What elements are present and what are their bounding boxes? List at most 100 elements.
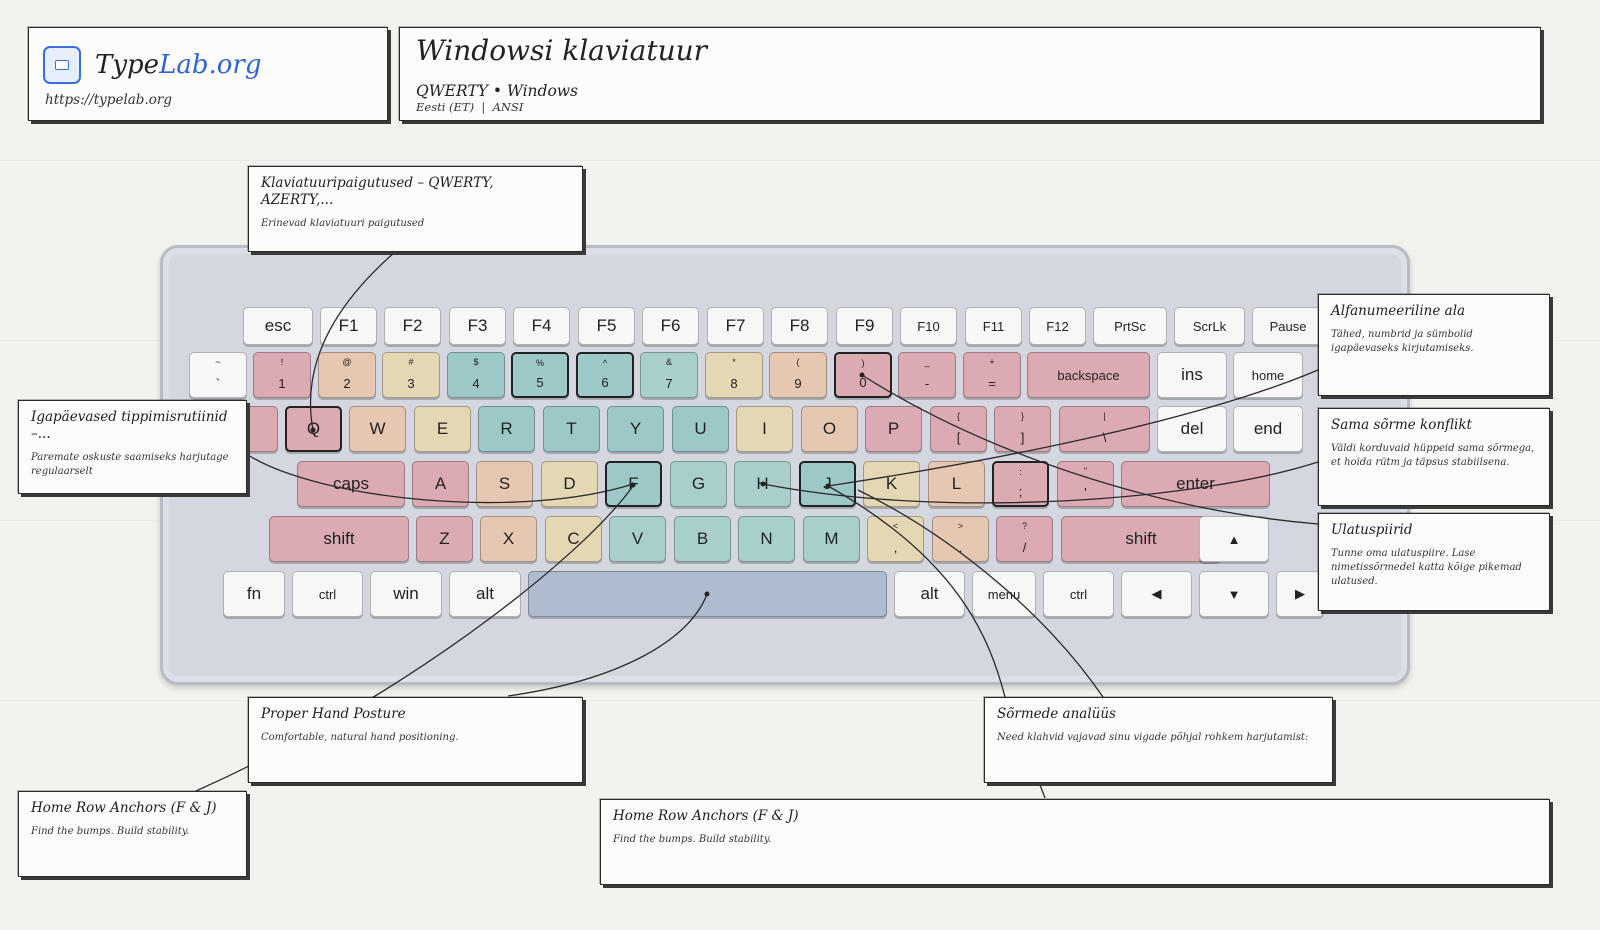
connector-reach bbox=[861, 374, 1319, 525]
key-arrow-up[interactable]: ▲ bbox=[1199, 516, 1269, 562]
connector-posture bbox=[507, 593, 708, 697]
key-alt-right[interactable]: alt bbox=[894, 571, 965, 617]
key-1[interactable]: !1 bbox=[253, 352, 311, 398]
key-v[interactable]: V bbox=[609, 516, 666, 562]
key-s[interactable]: S bbox=[476, 461, 533, 507]
key-4[interactable]: $4 bbox=[447, 352, 505, 398]
note-reach-title: Ulatuspiirid bbox=[1331, 522, 1413, 538]
key-y[interactable]: Y bbox=[607, 406, 664, 452]
key-win[interactable]: win bbox=[370, 571, 442, 617]
logo-url[interactable]: https://typelab.org bbox=[45, 92, 172, 108]
key-shift-left[interactable]: shift bbox=[269, 516, 409, 562]
note-posture: Proper Hand Posture Comfortable, natural… bbox=[248, 697, 583, 783]
note-samefinger-title: Sama sõrme konflikt bbox=[1331, 417, 1472, 433]
key-1-main: 1 bbox=[278, 376, 286, 391]
key-home[interactable]: home bbox=[1233, 352, 1303, 398]
key-backspace[interactable]: backspace bbox=[1027, 352, 1150, 398]
key-slash[interactable]: ?/ bbox=[996, 516, 1053, 562]
key-b[interactable]: B bbox=[674, 516, 731, 562]
key-8-shift: * bbox=[732, 357, 736, 367]
key-c[interactable]: C bbox=[545, 516, 602, 562]
header-meta: Eesti (ET) | ANSI bbox=[416, 100, 523, 114]
note-anchors-left-title: Home Row Anchors (F & J) bbox=[31, 800, 217, 816]
note-fingers: Sõrmede analüüs Need klahvid vajavad sin… bbox=[984, 697, 1333, 783]
key-semicolon[interactable]: :; bbox=[992, 461, 1049, 507]
key-f3[interactable]: F3 bbox=[449, 307, 506, 345]
key-minus[interactable]: _- bbox=[898, 352, 956, 398]
key-3[interactable]: #3 bbox=[382, 352, 440, 398]
key-comma[interactable]: <, bbox=[867, 516, 924, 562]
note-routine: Igapäevased tippimisrutiinid –... Parema… bbox=[18, 400, 247, 494]
key-e[interactable]: E bbox=[414, 406, 471, 452]
key-0-main: 0 bbox=[859, 375, 867, 390]
key-ctrl-left[interactable]: ctrl bbox=[292, 571, 363, 617]
connector-bottom bbox=[1039, 784, 1046, 799]
key-t[interactable]: T bbox=[543, 406, 600, 452]
key-9[interactable]: (9 bbox=[769, 352, 827, 398]
logo-name[interactable]: TypeLab.org bbox=[95, 50, 261, 80]
key-w[interactable]: W bbox=[349, 406, 406, 452]
key-enter[interactable]: enter bbox=[1121, 461, 1270, 507]
key-f5[interactable]: F5 bbox=[578, 307, 635, 345]
note-reach: Ulatuspiirid Tunne oma ulatuspiire. Lase… bbox=[1318, 513, 1550, 611]
key-bracket-right-shift: } bbox=[1020, 411, 1024, 421]
key-9-main: 9 bbox=[794, 376, 802, 391]
key-u[interactable]: U bbox=[672, 406, 729, 452]
note-posture-body: Comfortable, natural hand positioning. bbox=[261, 732, 459, 743]
key-del[interactable]: del bbox=[1157, 406, 1227, 452]
key-esc[interactable]: esc bbox=[243, 307, 313, 345]
header-language: Eesti (ET) bbox=[416, 100, 475, 114]
connector-layouts bbox=[309, 251, 396, 431]
note-anchors-left-body: Find the bumps. Build stability. bbox=[31, 826, 190, 837]
key-prtsc[interactable]: PrtSc bbox=[1093, 307, 1167, 345]
key-end[interactable]: end bbox=[1233, 406, 1303, 452]
key-g[interactable]: G bbox=[670, 461, 727, 507]
key-x[interactable]: X bbox=[480, 516, 537, 562]
key-5[interactable]: %5 bbox=[511, 352, 569, 398]
key-f10[interactable]: F10 bbox=[900, 307, 957, 345]
key-period-shift: > bbox=[957, 521, 964, 531]
key-f8[interactable]: F8 bbox=[771, 307, 828, 345]
anchor-dot-space bbox=[704, 591, 710, 597]
key-2[interactable]: @2 bbox=[318, 352, 376, 398]
key-7-main: 7 bbox=[665, 376, 673, 391]
key-6-main: 6 bbox=[601, 375, 609, 390]
key-f4[interactable]: F4 bbox=[513, 307, 570, 345]
key-f9[interactable]: F9 bbox=[836, 307, 893, 345]
key-f7[interactable]: F7 bbox=[707, 307, 764, 345]
key-p[interactable]: P bbox=[865, 406, 922, 452]
key-arrow-down[interactable]: ▼ bbox=[1199, 571, 1269, 617]
key-backtick[interactable]: ~` bbox=[189, 352, 247, 398]
key-alt-left[interactable]: alt bbox=[449, 571, 521, 617]
key-f1[interactable]: F1 bbox=[320, 307, 377, 345]
key-scrlk[interactable]: ScrLk bbox=[1174, 307, 1245, 345]
key-6[interactable]: ^6 bbox=[576, 352, 634, 398]
note-alnum-body: Tähed, numbrid ja sümbolid igapäevaseks … bbox=[1331, 329, 1474, 354]
key-fn[interactable]: fn bbox=[223, 571, 285, 617]
key-f11[interactable]: F11 bbox=[965, 307, 1022, 345]
key-shift-right[interactable]: shift bbox=[1061, 516, 1221, 562]
key-menu[interactable]: menu bbox=[972, 571, 1036, 617]
key-backslash[interactable]: |\ bbox=[1059, 406, 1150, 452]
key-ins[interactable]: ins bbox=[1157, 352, 1227, 398]
note-routine-title: Igapäevased tippimisrutiinid –... bbox=[31, 409, 228, 442]
key-8[interactable]: *8 bbox=[705, 352, 763, 398]
key-equals[interactable]: += bbox=[963, 352, 1021, 398]
key-equals-shift: + bbox=[989, 357, 995, 367]
key-ctrl-right[interactable]: ctrl bbox=[1043, 571, 1114, 617]
key-arrow-right[interactable]: ▶ bbox=[1276, 571, 1324, 617]
key-pause[interactable]: Pause bbox=[1252, 307, 1324, 345]
key-z[interactable]: Z bbox=[416, 516, 473, 562]
key-f2[interactable]: F2 bbox=[384, 307, 441, 345]
key-i[interactable]: I bbox=[736, 406, 793, 452]
key-r[interactable]: R bbox=[478, 406, 535, 452]
key-arrow-left[interactable]: ◀ bbox=[1121, 571, 1192, 617]
key-f6[interactable]: F6 bbox=[642, 307, 699, 345]
key-f12[interactable]: F12 bbox=[1029, 307, 1086, 345]
key-7[interactable]: &7 bbox=[640, 352, 698, 398]
key-o[interactable]: O bbox=[801, 406, 858, 452]
note-anchors-left: Home Row Anchors (F & J) Find the bumps.… bbox=[18, 791, 247, 877]
key-bracket-left[interactable]: {[ bbox=[930, 406, 987, 452]
key-m[interactable]: M bbox=[803, 516, 860, 562]
key-n[interactable]: N bbox=[738, 516, 795, 562]
